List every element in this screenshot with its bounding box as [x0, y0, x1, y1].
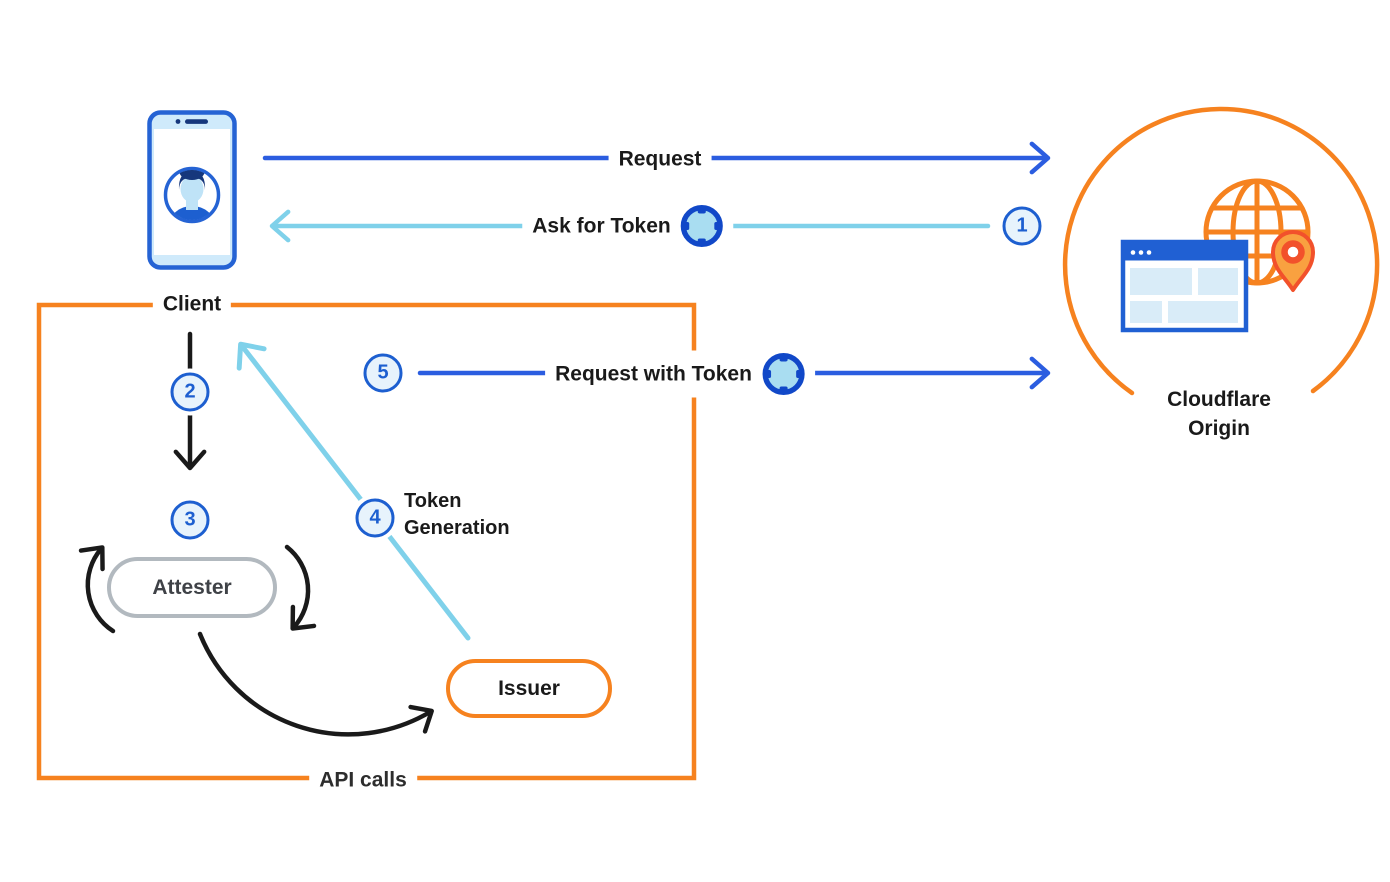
request-with-token-text: Request with Token	[555, 362, 752, 386]
issuer-to-client-arrow	[236, 341, 471, 641]
origin-label-line2: Origin	[1188, 417, 1250, 440]
step-badge-5: 5	[363, 353, 403, 393]
origin-circle	[1062, 106, 1380, 396]
cloudflare-origin-label: Cloudflare Origin	[1167, 385, 1271, 443]
step-badge-4: 4	[355, 498, 395, 538]
origin-icon-cluster	[1120, 178, 1315, 333]
attester-loop-left-arrow	[78, 545, 116, 634]
ask-for-token-edge-label: Ask for Token	[522, 202, 734, 250]
step-badge-3: 3	[170, 500, 210, 540]
attester-loop-right-arrow	[284, 544, 317, 631]
token-icon	[681, 204, 724, 248]
attester-label: Attester	[152, 575, 232, 599]
issuer-node: Issuer	[446, 659, 612, 718]
attester-node: Attester	[107, 557, 277, 618]
location-pin-icon	[1271, 230, 1315, 292]
token-generation-line1: Token	[404, 490, 462, 512]
token-generation-line2: Generation	[404, 517, 510, 539]
browser-window-icon	[1120, 239, 1249, 333]
attester-to-issuer-arrow	[197, 631, 434, 737]
token-icon	[762, 352, 805, 396]
step-badge-2: 2	[170, 372, 210, 412]
smartphone-user-icon	[147, 110, 237, 270]
request-edge-label: Request	[608, 144, 712, 174]
request-with-token-edge-label: Request with Token	[545, 350, 815, 398]
issuer-label: Issuer	[498, 676, 560, 700]
ask-for-token-text: Ask for Token	[532, 214, 671, 238]
api-calls-label: API calls	[309, 765, 417, 795]
origin-label-line1: Cloudflare	[1167, 388, 1271, 411]
client-label: Client	[152, 289, 232, 319]
step-badge-1: 1	[1002, 206, 1042, 246]
token-generation-label: Token Generation	[404, 488, 510, 542]
